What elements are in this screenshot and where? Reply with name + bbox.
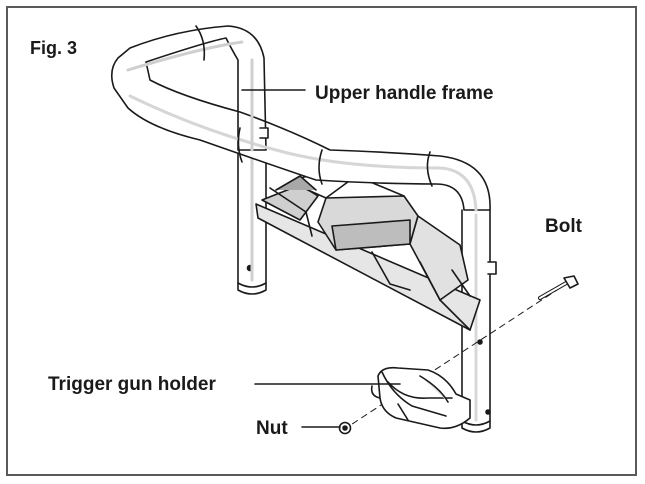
- upper-handle-frame: [110, 25, 497, 275]
- trigger-gun-holder-part: [370, 366, 471, 430]
- label-upper-handle-frame: Upper handle frame: [315, 83, 494, 104]
- figure-label: Fig. 3: [30, 38, 78, 58]
- left-upright-tube: [237, 149, 267, 295]
- label-bolt: Bolt: [545, 216, 582, 237]
- bolt-part: [538, 275, 579, 300]
- label-trigger-gun-holder: Trigger gun holder: [48, 374, 216, 395]
- label-nut: Nut: [256, 418, 288, 439]
- lower-bracket-plate: [255, 167, 481, 331]
- nut-part: [338, 421, 352, 435]
